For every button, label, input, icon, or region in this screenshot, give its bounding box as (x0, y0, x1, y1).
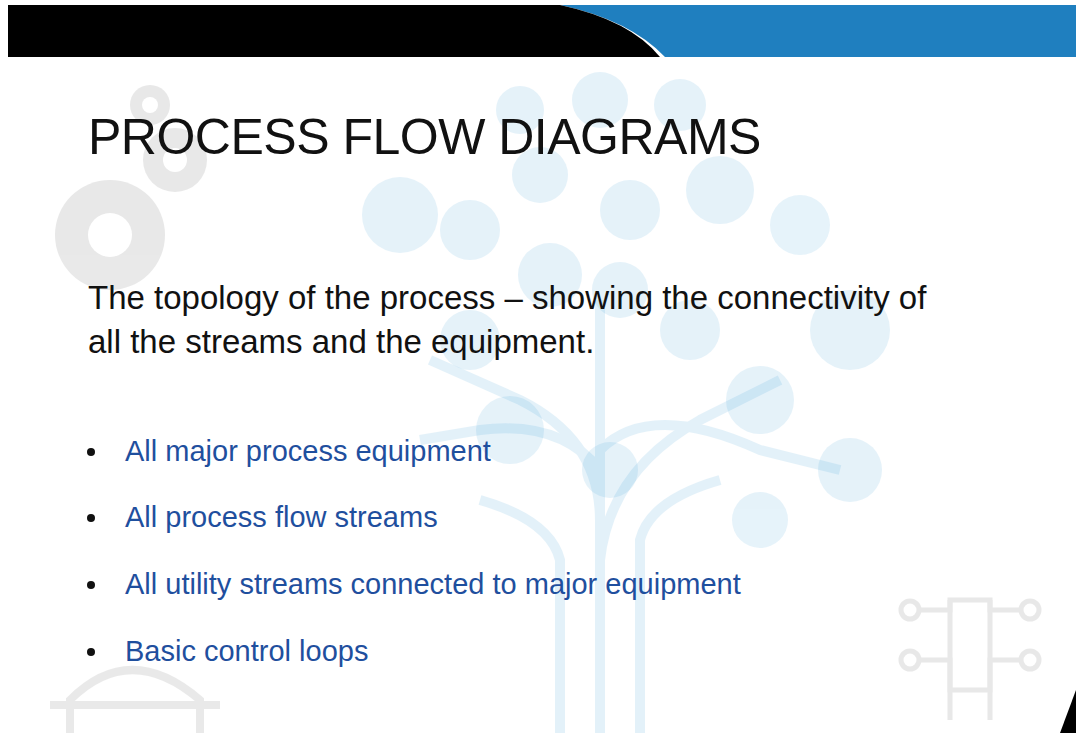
bullet-dot (87, 648, 95, 656)
slide-title: PROCESS FLOW DIAGRAMS (88, 108, 761, 166)
bullet-text: All process flow streams (125, 501, 438, 534)
slide-subtitle: The topology of the process – showing th… (88, 276, 928, 364)
tree-illustration (420, 300, 840, 733)
bullet-text: All major process equipment (125, 435, 491, 468)
bullet-dot (87, 448, 95, 456)
circuit-icon (901, 600, 1039, 720)
bullet-dot (87, 514, 95, 522)
top-black-band (8, 5, 660, 57)
corner-mark (1060, 690, 1076, 733)
bullet-dot (87, 581, 95, 589)
bullet-text: Basic control loops (125, 635, 368, 668)
bullet-text: All utility streams connected to major e… (125, 568, 741, 601)
hardhat-icon (50, 670, 220, 733)
